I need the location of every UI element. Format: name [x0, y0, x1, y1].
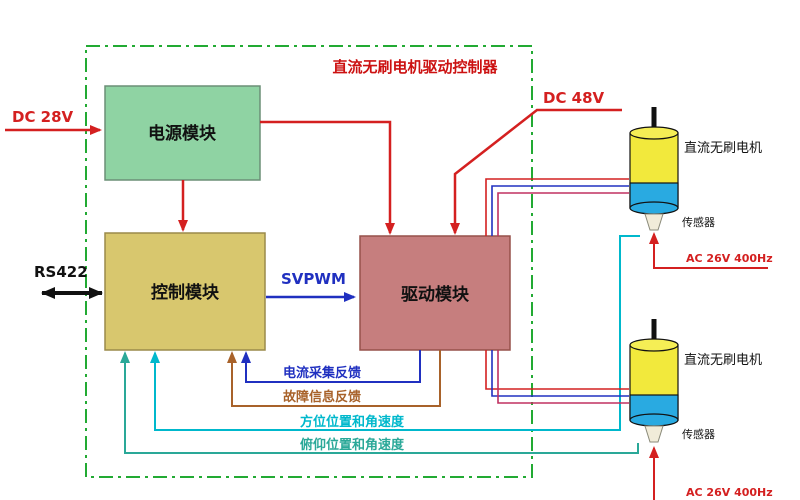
motor-bottom-label: 直流无刷电机	[684, 353, 762, 368]
power-to-drive-arrow	[260, 120, 395, 235]
current-feedback-signal: 电流采集反馈	[241, 350, 421, 383]
motor-bottom-phase-line-b	[491, 350, 629, 397]
rs422-label: RS422	[34, 263, 88, 281]
fault-feedback-signal: 故障信息反馈	[227, 350, 441, 407]
drive-module-block: 驱动模块	[359, 235, 511, 351]
pitch-feedback-line	[120, 351, 639, 454]
diagram-title: 直流无刷电机驱动控制器	[332, 58, 498, 76]
motor-top-sensor-cone	[644, 213, 664, 231]
dc28-label: DC 28V	[12, 108, 74, 126]
rs422-interface: RS422	[34, 263, 103, 299]
motor-top-shaft	[651, 107, 657, 133]
dc48-input: DC 48V	[450, 89, 622, 235]
dc48-arrow	[450, 108, 622, 235]
motor-top-phase-line-c	[497, 192, 629, 236]
control-module-label: 控制模块	[151, 282, 220, 303]
current-feedback-line	[241, 350, 421, 383]
motor-top-top-cap	[629, 126, 679, 140]
fault-feedback-line	[227, 350, 441, 407]
motor-bottom-sensor-cone	[644, 425, 664, 443]
control-module-rect	[104, 232, 266, 351]
motor-bottom-ac-label: AC 26V 400Hz	[686, 486, 773, 499]
dc48-label: DC 48V	[543, 89, 605, 107]
motor-bottom-top-cap	[629, 338, 679, 352]
drive-module-label: 驱动模块	[401, 284, 470, 305]
azimuth-feedback-label: 方位位置和角速度	[300, 414, 405, 430]
svpwm-signal: SVPWM	[266, 270, 356, 302]
power-module-rect	[104, 85, 261, 181]
motor-bottom-sensor-label: 传感器	[682, 428, 715, 441]
azimuth-feedback-signal: 方位位置和角速度	[150, 235, 640, 431]
drive-to-motor-top-lines	[485, 178, 629, 236]
motor-top-ac-label: AC 26V 400Hz	[686, 252, 773, 265]
drive-to-motor-bottom-lines	[485, 350, 629, 404]
pitch-feedback-label: 俯仰位置和角速度	[300, 437, 405, 453]
motor-top-sensor-label: 传感器	[682, 216, 715, 229]
dc28-input: DC 28V	[5, 108, 102, 135]
motor-top-ac-arrow	[649, 232, 768, 269]
motor-top-phase-line-b	[491, 185, 629, 236]
motor-bottom-bottom-cap	[629, 413, 679, 427]
controller-boundary	[85, 45, 533, 478]
motor-top: 直流无刷电机 传感器 AC 26V 400Hz	[629, 107, 773, 269]
azimuth-feedback-line	[150, 235, 640, 431]
current-feedback-label: 电流采集反馈	[283, 365, 361, 381]
motor-bottom-phase-line-c	[497, 350, 629, 404]
fault-feedback-label: 故障信息反馈	[283, 389, 361, 405]
motor-top-label: 直流无刷电机	[684, 141, 762, 156]
drive-module-rect	[359, 235, 511, 351]
motor-bottom-phase-line-a	[485, 350, 629, 390]
svpwm-label: SVPWM	[281, 270, 346, 288]
power-module-block: 电源模块	[104, 85, 261, 181]
motor-bottom-shaft	[651, 319, 657, 345]
motor-top-phase-line-a	[485, 178, 629, 236]
motor-top-bottom-cap	[629, 201, 679, 215]
motor-bottom: 直流无刷电机 传感器 AC 26V 400Hz	[629, 319, 773, 500]
power-module-label: 电源模块	[148, 123, 217, 144]
pitch-feedback-signal: 俯仰位置和角速度	[120, 351, 639, 454]
control-module-block: 控制模块	[104, 232, 266, 351]
